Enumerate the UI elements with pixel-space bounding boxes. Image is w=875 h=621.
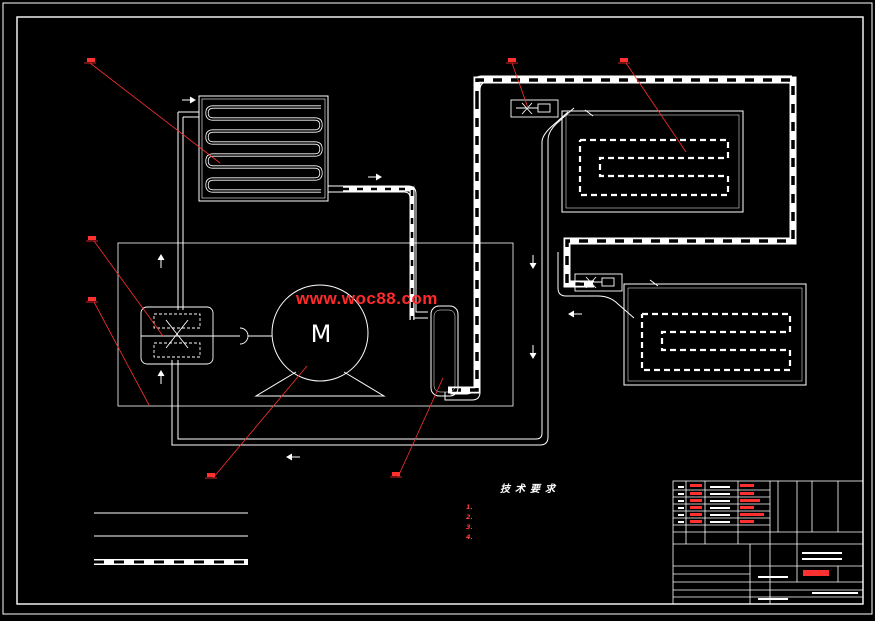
evaporator-lower <box>623 283 807 386</box>
tech-note: 3. <box>466 523 473 531</box>
compressor-motor <box>254 284 386 397</box>
technical-requirements-notes: 1. 2. 3. 4. <box>466 502 666 542</box>
motor-label: M <box>311 320 332 348</box>
evaporator-upper <box>561 110 744 213</box>
technical-requirements-title: 技术要求 <box>500 484 560 495</box>
legend-lines <box>94 512 248 565</box>
title-block-cells <box>678 486 858 600</box>
liquid-receiver <box>430 305 459 397</box>
tech-note: 4. <box>466 533 473 541</box>
dashed-thick-pipe <box>343 76 797 394</box>
condenser <box>198 95 329 202</box>
expansion-valve-upper <box>510 99 559 118</box>
balloon-marks <box>87 58 628 477</box>
four-way-valve <box>140 306 272 365</box>
leader-lines <box>84 62 687 479</box>
expansion-valve-lower <box>574 273 623 292</box>
watermark: www.woc88.com <box>296 289 438 308</box>
inner-frame <box>16 16 864 605</box>
tech-note: 1. <box>466 503 473 511</box>
unit-enclosure <box>117 242 514 407</box>
title-block-marks <box>690 484 829 576</box>
flow-arrows <box>157 96 659 461</box>
title-block <box>672 480 864 605</box>
tech-note: 2. <box>466 513 473 521</box>
